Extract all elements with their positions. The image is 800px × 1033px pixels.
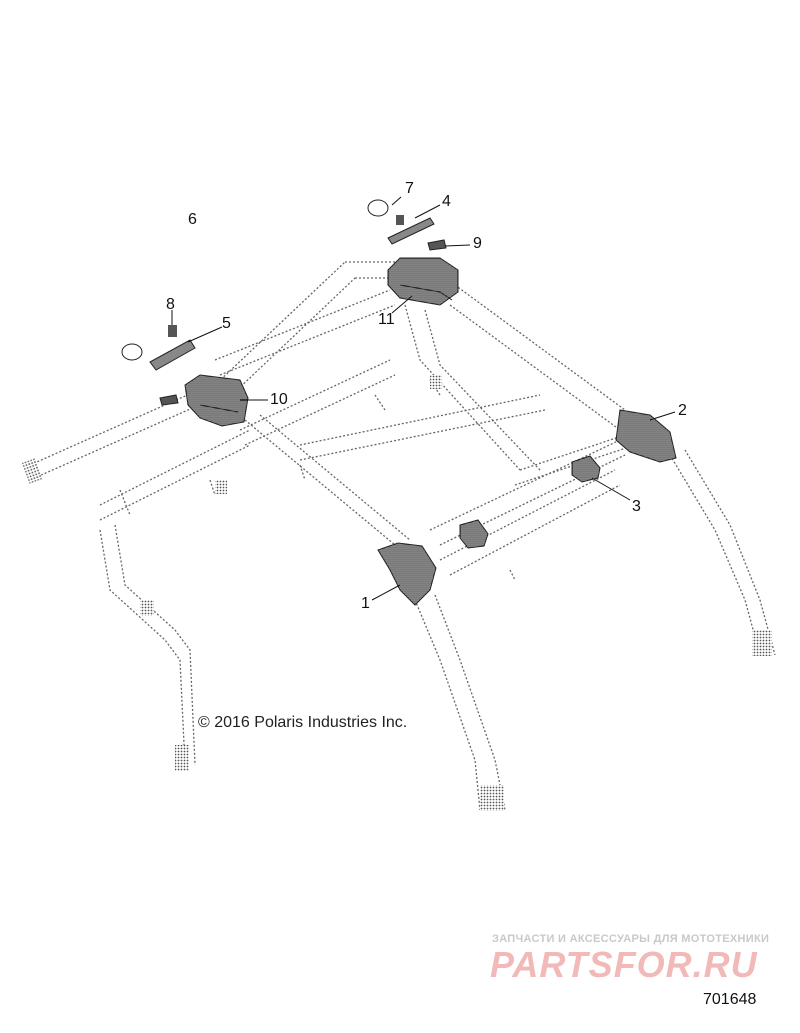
callout-8: 8	[166, 296, 175, 313]
diagram-number: 701648	[703, 991, 757, 1008]
tube-ends	[22, 375, 772, 811]
part-2-corner-cover	[615, 409, 677, 463]
part-7-grommet	[367, 199, 389, 217]
part-5-strap	[149, 339, 196, 371]
part-3-clamp	[571, 455, 601, 483]
part-4-strap	[387, 215, 435, 245]
copyright-notice: © 2016 Polaris Industries Inc.	[198, 714, 408, 731]
part-10-corner-cover	[184, 374, 249, 427]
watermark-tagline: ЗАПЧАСТИ И АКСЕССУАРЫ ДЛЯ МОТОТЕХНИКИ	[492, 933, 770, 945]
callout-7: 7	[405, 180, 414, 197]
callout-3: 3	[632, 498, 641, 515]
center-clamp	[459, 519, 489, 549]
callout-6: 6	[188, 211, 197, 228]
watermark-brand: PARTSFOR.RU	[490, 944, 758, 985]
callout-11: 11	[378, 311, 395, 328]
callout-9: 9	[473, 235, 482, 252]
part-1-corner-cover	[377, 542, 437, 606]
callout-10: 10	[270, 391, 288, 408]
part-9-clip	[427, 239, 447, 251]
leader-lines	[171, 196, 676, 601]
callout-4: 4	[442, 193, 451, 210]
callout-5: 5	[222, 315, 231, 332]
part-11-corner-cover	[387, 257, 459, 306]
part-8-fastener	[168, 325, 177, 337]
left-grommet	[121, 343, 143, 361]
callout-2: 2	[678, 402, 687, 419]
roll-cage-frame	[29, 261, 776, 811]
left-clip	[159, 394, 179, 406]
callout-1: 1	[361, 595, 370, 612]
